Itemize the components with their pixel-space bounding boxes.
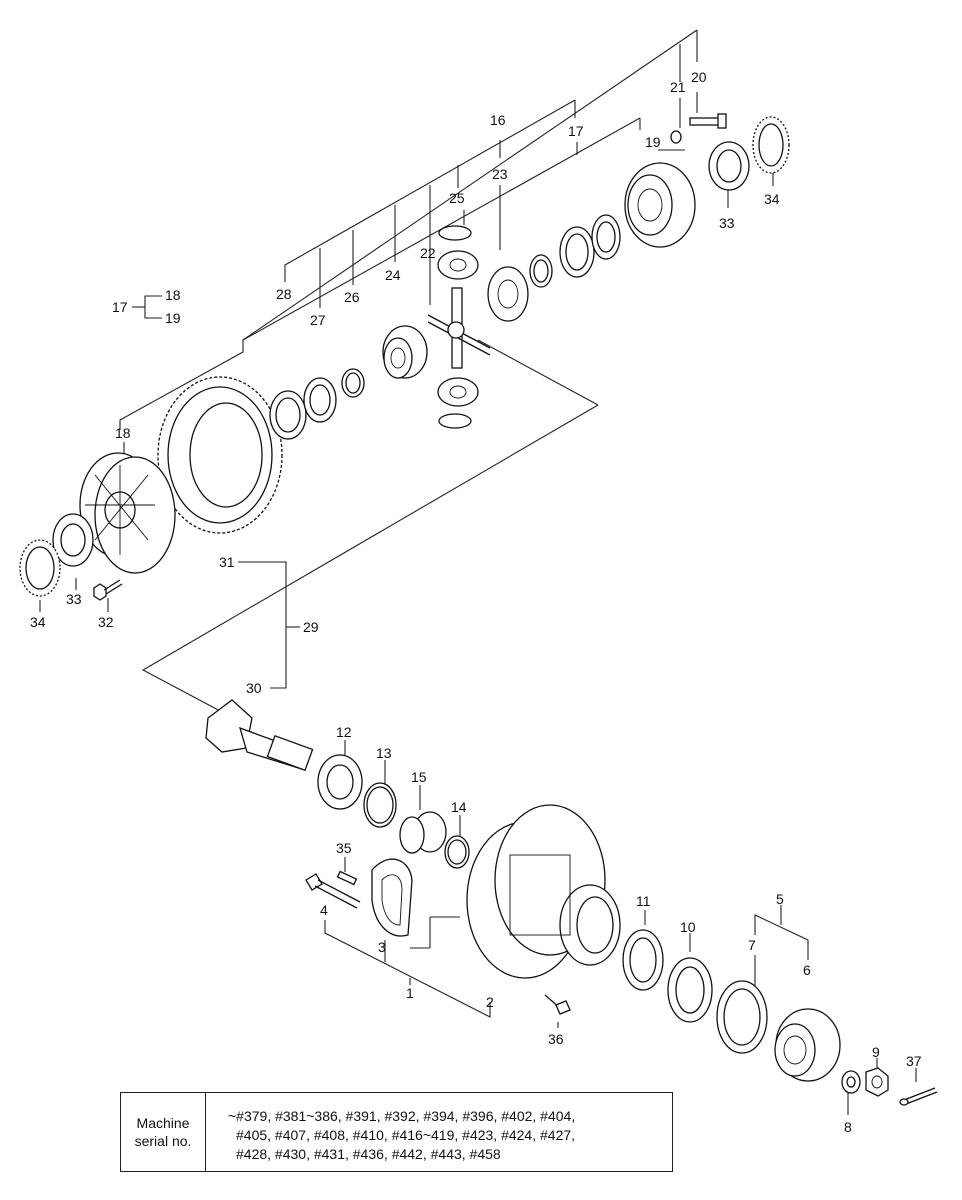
washer-25: [438, 225, 472, 241]
label-16: 16: [490, 112, 506, 128]
label-30: 30: [246, 680, 262, 696]
pinion-gear-23: [437, 250, 479, 407]
label-20: 20: [691, 69, 707, 85]
label-17: 17: [568, 123, 584, 139]
label-18: 18: [115, 425, 131, 441]
label-27: 27: [310, 312, 326, 328]
label-8: 8: [844, 1119, 852, 1135]
label-24: 24: [385, 267, 401, 283]
bearing-left: [52, 513, 94, 567]
label-37: 37: [906, 1053, 922, 1069]
carrier-housing-2: [466, 804, 621, 979]
label-2: 2: [486, 994, 494, 1010]
label-34-right: 34: [764, 191, 780, 207]
label-13: 13: [376, 745, 392, 761]
label-10: 10: [680, 919, 696, 935]
label-34-left: 34: [30, 614, 46, 630]
label-3: 3: [378, 939, 386, 955]
serial-line-2: #405, #407, #408, #410, #416~419, #423, …: [236, 1127, 576, 1143]
differential-case-left: [79, 452, 176, 574]
ring-gear: [157, 376, 283, 534]
label-23: 23: [492, 166, 508, 182]
label-32: 32: [98, 614, 114, 630]
bolt-32: [93, 579, 123, 601]
serial-table-header: Machine serial no.: [121, 1093, 206, 1171]
serial-number-table: Machine serial no. ~#379, #381~386, #391…: [120, 1092, 673, 1172]
bolt-4: [305, 873, 361, 909]
part-labels: 1 2 3 4 5 6 7 8 9 10 11 12 13 14 15 16 1…: [30, 69, 922, 1135]
label-6: 6: [803, 962, 811, 978]
label-7: 7: [748, 937, 756, 953]
spider-cross-22: [427, 287, 491, 369]
label-9: 9: [872, 1044, 880, 1060]
label-33-right: 33: [719, 215, 735, 231]
label-19-legend: 19: [165, 310, 181, 326]
label-4: 4: [320, 902, 328, 918]
adjuster-ring-left: [19, 539, 61, 597]
label-21: 21: [670, 79, 686, 95]
differential-case-right: [624, 162, 696, 248]
part-drawings: [19, 113, 938, 1106]
washer-21: [670, 130, 682, 144]
label-19: 19: [645, 134, 661, 150]
bearing-cap-3: [371, 858, 413, 937]
label-5: 5: [776, 891, 784, 907]
label-35: 35: [336, 840, 352, 856]
label-18-legend: 18: [165, 287, 181, 303]
label-26: 26: [344, 289, 360, 305]
label-1: 1: [406, 985, 414, 1001]
serial-table-values: ~#379, #381~386, #391, #392, #394, #396,…: [206, 1093, 672, 1171]
label-33-left: 33: [66, 591, 82, 607]
bolt-20: [689, 113, 727, 129]
cotter-pin-37: [899, 1087, 938, 1106]
nut-9: [865, 1067, 889, 1097]
leader-lines: [39, 29, 917, 1115]
label-28: 28: [276, 286, 292, 302]
label-12: 12: [336, 724, 352, 740]
stud-35: [336, 870, 358, 886]
label-17-legend: 17: [112, 299, 128, 315]
label-29: 29: [303, 619, 319, 635]
label-31: 31: [219, 554, 235, 570]
serial-line-1: ~#379, #381~386, #391, #392, #394, #396,…: [228, 1108, 576, 1124]
drive-pinion-30: [205, 699, 314, 772]
label-22: 22: [420, 245, 436, 261]
spacer-15: [399, 811, 447, 854]
label-25: 25: [449, 190, 465, 206]
label-36: 36: [548, 1031, 564, 1047]
serial-header-line2: serial no.: [134, 1133, 192, 1149]
serial-header-line1: Machine: [136, 1115, 190, 1131]
bolt-36: [544, 994, 571, 1015]
label-14: 14: [451, 799, 467, 815]
label-15: 15: [411, 769, 427, 785]
side-gear-right: [487, 266, 529, 322]
companion-flange-6: [774, 1008, 841, 1082]
label-11: 11: [636, 893, 651, 909]
serial-line-3: #428, #430, #431, #436, #442, #443, #458: [236, 1146, 501, 1162]
side-gear-24: [382, 325, 428, 379]
